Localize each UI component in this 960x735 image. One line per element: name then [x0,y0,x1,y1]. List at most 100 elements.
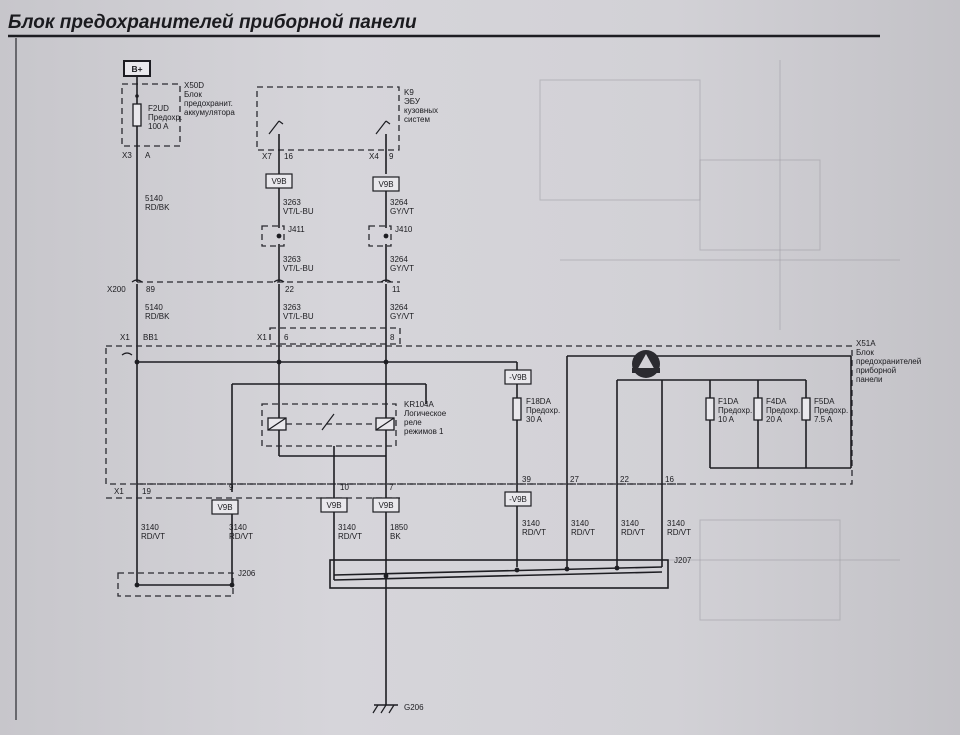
k9-line3: систем [404,115,430,124]
wire-3264-color-c: GY/VT [390,312,414,321]
wire-3264-color-a: GY/VT [390,207,414,216]
page-title: Блок предохранителей приборной панели [8,12,417,33]
fuse-f2ud-symbol [132,103,142,127]
splice-j410-outline [368,225,392,247]
relay-kr104a-line2: реле [404,418,422,427]
relay-contact [321,413,335,431]
v9b-tag-pin10-label: V9B [326,501,341,510]
wire-3264-color-b: GY/VT [390,264,414,273]
x51a-module-outline [105,345,853,485]
wire-3140-color-4: RD/VT [522,528,546,537]
v9b-tag-pin39 [504,491,532,507]
x4-connector-label: X4 [369,152,379,161]
show-through-background [539,60,900,621]
x1-bottom-pin-9: 9 [229,483,234,492]
relay-kr104a-line3: режимов 1 [404,427,444,436]
v9b-tag-f18da-top-label: -V9B [509,373,527,382]
splice-j206-outline [117,572,234,597]
x50d-line2: предохранит. [184,99,233,108]
wire-5140-color-b: RD/BK [145,312,170,321]
wire-3263-num-a: 3263 [283,198,301,207]
wire-3140-num-5: 3140 [571,519,589,528]
wire-3140-color-2: RD/VT [229,532,253,541]
v9b-tag-pin7-label: V9B [378,501,393,510]
wire-3263-color-b: VT/L-BU [283,264,314,273]
x7-connector-label: X7 [262,152,272,161]
fuse-f5da-line1: Предохр. [814,406,848,415]
v9b-tag-pin9 [211,499,239,515]
x200-pin-22: 22 [285,285,294,294]
x200-connector-label: X200 [107,285,126,294]
fuse-f2ud-id: F2UD [148,104,169,113]
ground-g206-label: G206 [404,703,424,712]
wire-3140-color-1: RD/VT [141,532,165,541]
x1-bottom-connector-label: X1 [114,487,124,496]
fuse-f5da-id: F5DA [814,397,835,406]
x1-bottom-pin-16: 16 [665,475,674,484]
x200-pin-89: 89 [146,285,155,294]
splice-j411-outline [261,225,285,247]
k9-line1: ЭБУ [404,97,421,106]
v9b-tag-pin7 [372,497,400,513]
fuse-f1da-line1: Предохр. [718,406,752,415]
wire-3263-color-c: VT/L-BU [283,312,314,321]
v9b-tag-k9-right-label: V9B [378,180,393,189]
fuse-f4da-line1: Предохр. [766,406,800,415]
k9-id: K9 [404,88,414,97]
splice-j207-outline [329,559,669,589]
fuse-f2ud-line2: 100 A [148,122,169,131]
wire-3140-num-3: 3140 [338,523,356,532]
fuse-f4da-id: F4DA [766,397,787,406]
wire-5140-num-b: 5140 [145,303,163,312]
x51a-id: X51A [856,339,876,348]
x3-connector-label: X3 [122,151,132,160]
manufacturer-logo [632,350,660,378]
v9b-tag-f18da-top [504,369,532,385]
wire-3140-num-7: 3140 [667,519,685,528]
x3-pin-label: A [145,151,151,160]
ground-symbol [372,704,398,714]
x1-bottom-pin-27: 27 [570,475,579,484]
x200-pin-11: 11 [392,285,401,294]
x50d-line3: аккумулятора [184,108,235,117]
v9b-tag-pin39-label: -V9B [509,495,527,504]
relay-kr104a-outline [261,403,397,447]
x1-bottom-pin-39: 39 [522,475,531,484]
x1-top-pin-6: 6 [284,333,289,342]
wire-1850-num: 1850 [390,523,408,532]
k9-line2: кузовных [404,106,438,115]
wire-3140-num-1: 3140 [141,523,159,532]
x1-bottom-pin-19: 19 [142,487,151,496]
x1-top-pin-bb1: BB1 [143,333,159,342]
wire-3263-color-a: VT/L-BU [283,207,314,216]
x51a-line4: панели [856,375,883,384]
x7-pin-label: 16 [284,152,293,161]
fuse-f4da-symbol [753,397,763,421]
x51a-line1: Блок [856,348,874,357]
wire-3264-num-b: 3264 [390,255,408,264]
splice-j207-label: J207 [674,556,692,565]
fuse-f5da-line2: 7.5 A [814,415,833,424]
x50d-line1: Блок [184,90,202,99]
fuse-f4da-line2: 20 A [766,415,783,424]
k9-switch-left [268,120,284,135]
x51a-line3: приборной [856,366,896,375]
fuse-f1da-line2: 10 A [718,415,735,424]
fuse-f2ud-line1: Предохр. [148,113,182,122]
fuse-f18da-line2: 30 A [526,415,543,424]
splice-j411-label: J411 [288,225,305,234]
k9-switch-right [375,120,391,135]
wire-3263-num-c: 3263 [283,303,301,312]
wire-1850-color: BK [390,532,401,541]
wire-5140-num-a: 5140 [145,194,163,203]
x1-top-connector-outline [269,327,401,345]
wire-3140-num-4: 3140 [522,519,540,528]
wire-3264-num-a: 3264 [390,198,408,207]
wire-5140-color-a: RD/BK [145,203,170,212]
wire-3263-num-b: 3263 [283,255,301,264]
x4-pin-label: 9 [389,152,394,161]
fuse-f18da-id: F18DA [526,397,552,406]
relay-kr104a-id: KR104A [404,400,434,409]
fuse-f1da-symbol [705,397,715,421]
wire-3140-color-5: RD/VT [571,528,595,537]
